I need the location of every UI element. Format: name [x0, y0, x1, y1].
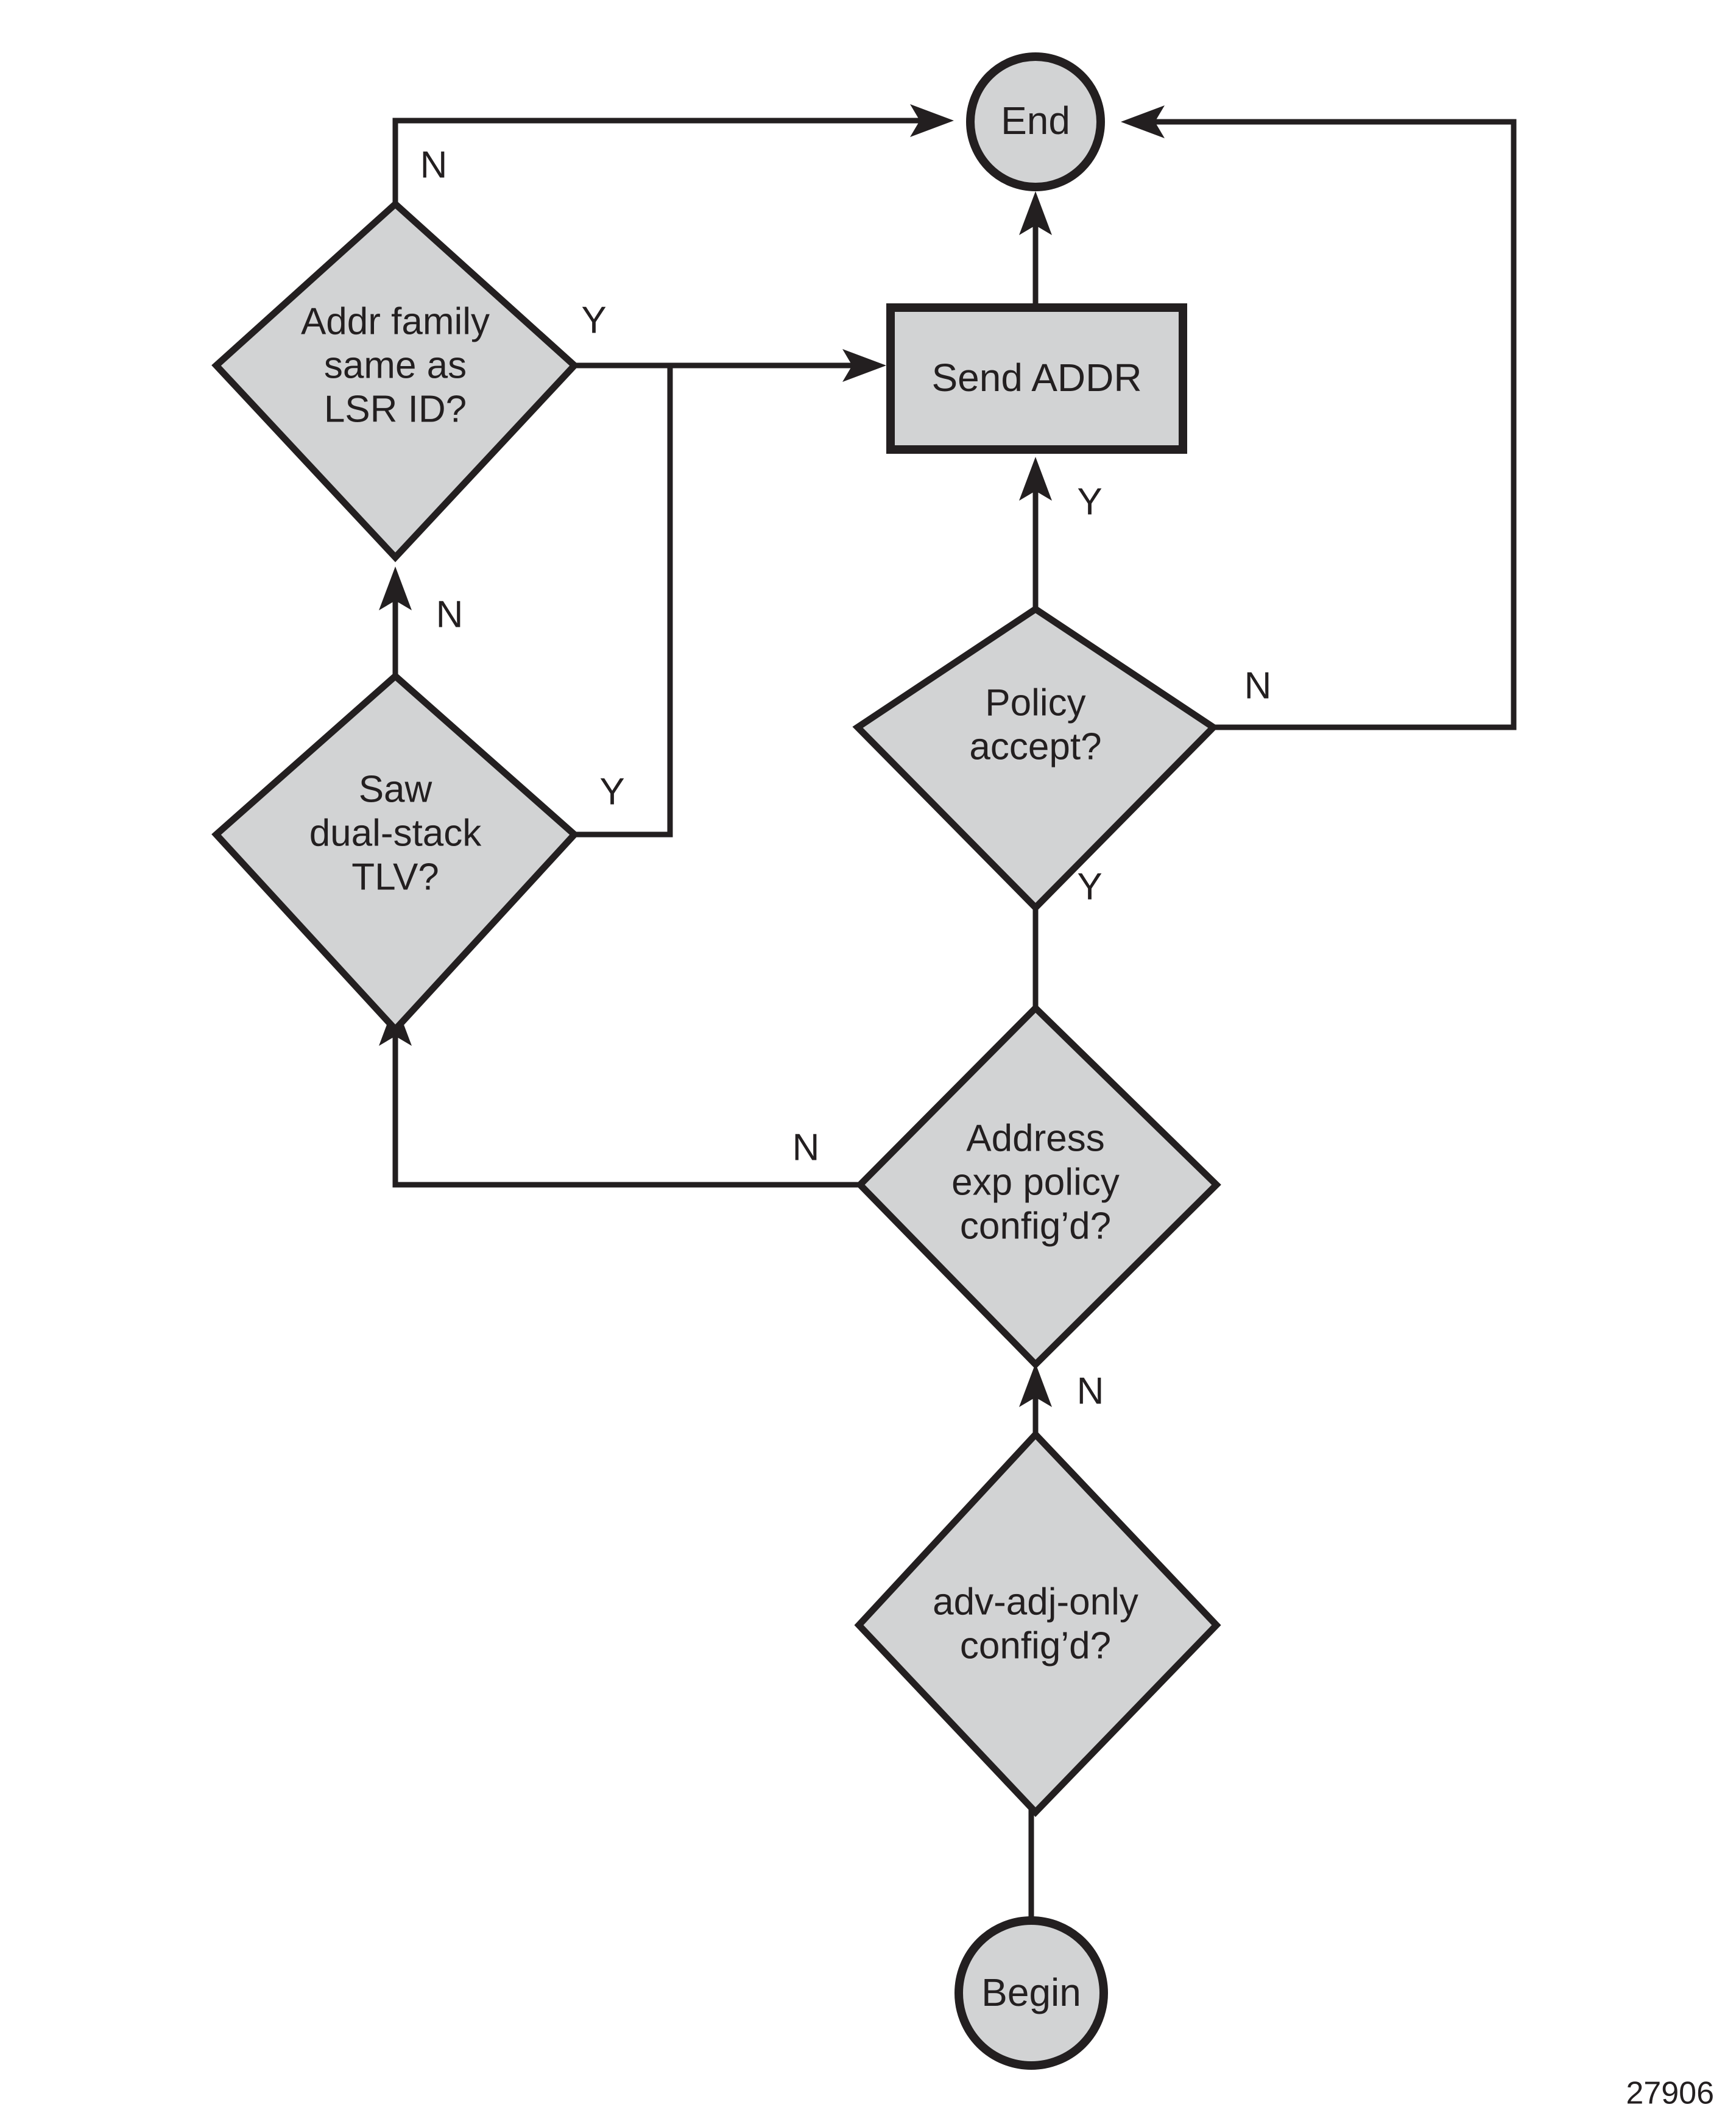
edge-addr-family-no: N	[392, 104, 954, 204]
address-exp-policy-label-line3: config’d?	[960, 1205, 1111, 1247]
address-exp-policy-label-line2: exp policy	[951, 1161, 1120, 1203]
node-begin[interactable]: Begin	[954, 1916, 1108, 2070]
edge-addr-family-yes: Y	[571, 299, 886, 382]
edge-adv-adj-only-no: N	[1019, 1363, 1104, 1434]
policy-accept-label-line2: accept?	[969, 725, 1101, 767]
saw-dual-stack-label-line2: dual-stack	[309, 812, 482, 854]
node-saw-dual-stack-tlv[interactable]: Saw dual-stack TLV?	[211, 671, 579, 1035]
edge-label-policy-accept-yes: Y	[1077, 481, 1102, 523]
edge-label-address-exp-policy-yes: Y	[1077, 866, 1102, 908]
node-address-exp-policy[interactable]: Address exp policy config’d?	[855, 1003, 1221, 1369]
edge-saw-dual-stack-no: N	[379, 566, 463, 676]
adv-adj-only-label-line2: config’d?	[960, 1625, 1111, 1667]
edge-saw-dual-stack-yes: Y	[571, 365, 673, 838]
addr-family-diamond	[211, 199, 579, 563]
policy-accept-diamond	[852, 605, 1219, 912]
policy-accept-label-line1: Policy	[985, 682, 1085, 724]
begin-label: Begin	[981, 1971, 1081, 2014]
edge-policy-accept-no: N	[1121, 105, 1517, 730]
node-send-addr[interactable]: Send ADDR	[886, 303, 1187, 454]
edge-label-adv-adj-only-no: N	[1077, 1370, 1104, 1412]
saw-dual-stack-diamond	[211, 671, 579, 1035]
addr-family-label-line2: same as	[324, 344, 467, 386]
addr-family-label-line1: Addr family	[301, 300, 490, 342]
edge-label-address-exp-policy-no: N	[792, 1126, 820, 1168]
adv-adj-only-label-line1: adv-adj-only	[933, 1581, 1138, 1623]
edge-label-policy-accept-no: N	[1244, 665, 1272, 707]
address-exp-policy-diamond	[855, 1003, 1221, 1369]
edge-address-exp-policy-no: N	[379, 1002, 860, 1188]
edge-label-addr-family-no: N	[420, 144, 448, 186]
adv-adj-only-diamond	[854, 1429, 1221, 1817]
saw-dual-stack-label-line1: Saw	[359, 768, 432, 810]
node-policy-accept[interactable]: Policy accept?	[852, 605, 1219, 912]
end-circle	[966, 52, 1105, 191]
send-addr-label: Send ADDR	[931, 356, 1141, 400]
end-label: End	[1001, 99, 1070, 143]
node-adv-adj-only[interactable]: adv-adj-only config’d?	[854, 1429, 1221, 1817]
edge-label-addr-family-yes: Y	[581, 299, 606, 341]
edge-label-saw-dual-stack-no: N	[436, 593, 464, 635]
edge-label-saw-dual-stack-yes: Y	[599, 771, 624, 813]
node-end[interactable]: End	[966, 52, 1105, 191]
figure-number: 27906	[1626, 2076, 1714, 2111]
begin-circle	[954, 1916, 1108, 2070]
addr-family-label-line3: LSR ID?	[324, 388, 467, 430]
node-addr-family-same-as-lsr-id[interactable]: Addr family same as LSR ID?	[211, 199, 579, 563]
edge-policy-accept-yes: Y	[1019, 457, 1103, 609]
edge-send-addr-to-end	[1019, 191, 1052, 305]
send-addr-box	[886, 303, 1187, 454]
address-exp-policy-label-line1: Address	[966, 1117, 1104, 1159]
saw-dual-stack-label-line3: TLV?	[351, 856, 439, 898]
